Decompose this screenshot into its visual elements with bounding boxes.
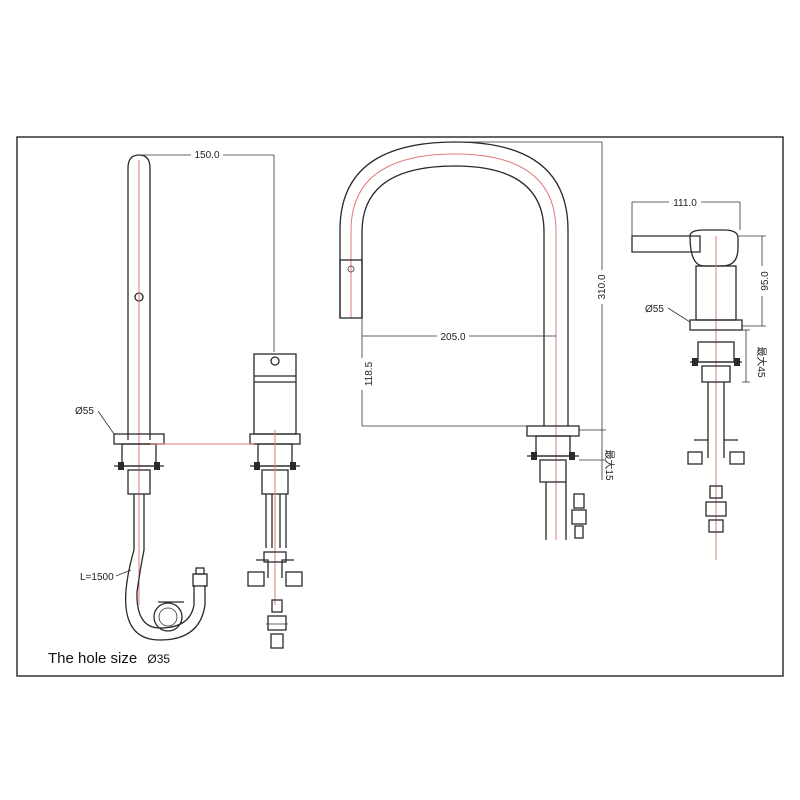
spout-centerline	[350, 153, 557, 540]
label-150: 150.0	[194, 150, 219, 161]
label-handle-base-dia: Ø55	[645, 304, 664, 315]
sprayer-assembly	[97, 154, 208, 641]
spout-base	[526, 425, 580, 437]
spout-assembly	[339, 141, 587, 540]
spray-head	[339, 259, 363, 319]
lever-handle	[631, 235, 701, 253]
label-sprayer-base-dia: Ø55	[75, 406, 94, 417]
caption-hole-dia: Ø35	[147, 652, 171, 666]
spout-nut	[535, 435, 571, 457]
supply-connector-left	[247, 571, 265, 587]
dim-spout: 310.0 205.0 118.5 最大15	[360, 141, 616, 481]
handle-connector-right	[729, 451, 745, 465]
valve-bottom-fitting	[267, 615, 287, 631]
caption-label: The hole size	[48, 650, 138, 667]
sprayer-shank	[127, 469, 151, 495]
label-spout-deck-max: 最大15	[603, 449, 616, 481]
valve-body	[253, 353, 297, 435]
handle-base	[689, 319, 743, 331]
hose-weight	[153, 602, 183, 632]
handle-bottom-fitting	[705, 501, 727, 517]
label-95: 95.0	[760, 271, 771, 291]
supply-connector-right	[285, 571, 303, 587]
spout-hose-fitting	[573, 493, 585, 509]
valve-assembly	[247, 353, 303, 649]
sprayer-hose-inner	[136, 494, 195, 629]
valve-indicator	[270, 356, 280, 366]
handle-cap	[689, 229, 739, 267]
spout-gooseneck-inner	[361, 165, 545, 426]
handle-assembly	[631, 229, 745, 560]
drawing-frame	[16, 136, 784, 677]
dim-spray-spread: 150.0	[139, 148, 275, 352]
hole-size-caption: The hole size Ø35	[48, 650, 170, 667]
handle-connector-left	[687, 451, 703, 465]
label-handle-deck-max: 最大45	[755, 346, 768, 378]
label-310: 310.0	[597, 274, 608, 299]
sprayer-hose	[124, 494, 206, 641]
dim-handle: 111.0 95.0 最大45 Ø55	[631, 196, 771, 383]
label-205: 205.0	[440, 332, 465, 343]
label-118: 118.5	[364, 361, 375, 386]
hose-connector	[192, 573, 208, 587]
label-111: 111.0	[673, 198, 697, 209]
label-hose-length: L=1500	[80, 572, 114, 583]
